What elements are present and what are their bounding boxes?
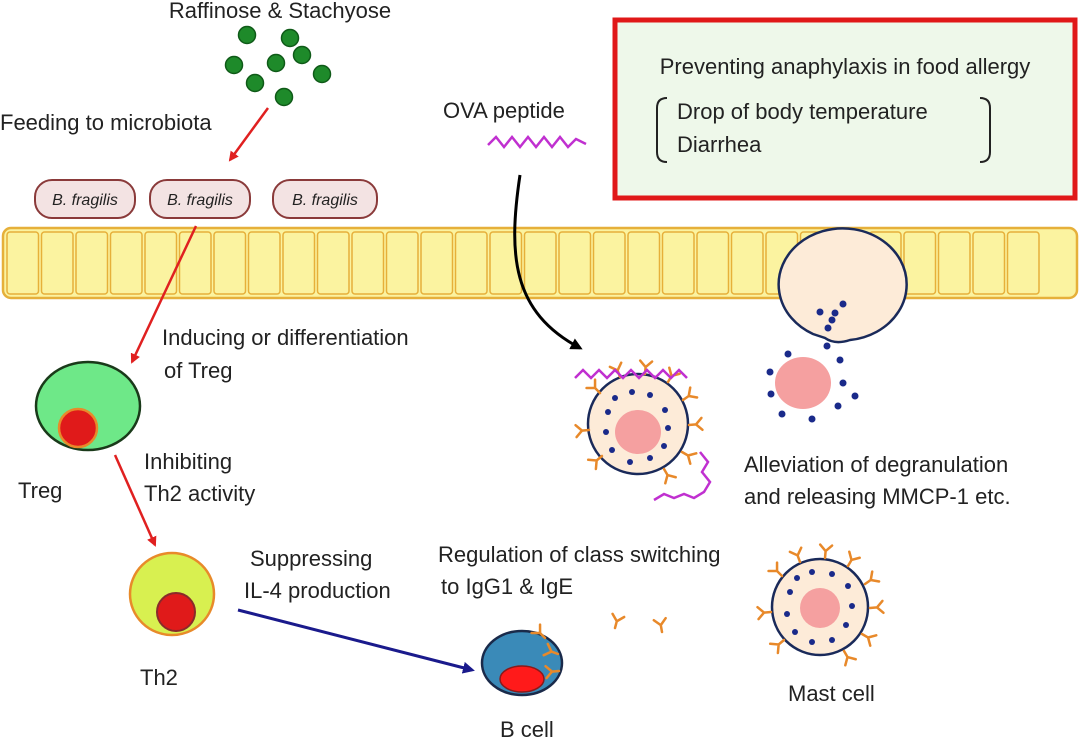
label-regulation-1: Regulation of class switching: [438, 542, 720, 567]
info-item-2: Diarrhea: [677, 132, 762, 157]
arrow-ova-entry: [513, 174, 583, 350]
label-mastcell: Mast cell: [788, 681, 875, 706]
epithelial-cell: [730, 231, 764, 295]
info-item-1: Drop of body temperature: [677, 99, 928, 124]
label-alleviation-1: Alleviation of degranulation: [744, 452, 1008, 477]
epithelial-cell: [144, 231, 178, 295]
label-feeding: Feeding to microbiota: [0, 110, 212, 135]
label-inhibiting-2: Th2 activity: [144, 481, 255, 506]
epithelial-cell: [489, 231, 523, 295]
epithelial-cell: [420, 231, 454, 295]
epithelial-cell: [972, 231, 1006, 295]
bacterium-3: B. fragilis: [272, 179, 378, 219]
label-treg: Treg: [18, 478, 62, 503]
right-bracket: [979, 97, 991, 163]
epithelial-cell: [696, 231, 730, 295]
bacterium-2: B. fragilis: [149, 179, 251, 219]
treg-cell: [34, 360, 142, 452]
label-suppressing-2: IL-4 production: [244, 578, 391, 603]
epithelial-cell: [109, 231, 143, 295]
ova-peptide: [487, 134, 587, 150]
epithelial-cell: [454, 231, 488, 295]
info-box-title: Preventing anaphylaxis in food allergy: [660, 54, 1031, 79]
label-alleviation-2: and releasing MMCP-1 etc.: [744, 484, 1011, 509]
bacterium-1: B. fragilis: [34, 179, 136, 219]
th2-cell: [128, 551, 216, 637]
epithelial-cell: [903, 231, 937, 295]
label-ova: OVA peptide: [443, 98, 565, 123]
epithelial-cell: [6, 231, 40, 295]
arrow-inhibiting: [113, 454, 157, 547]
label-inducing-1: Inducing or differentiation: [162, 325, 409, 350]
sugar-molecules: [224, 25, 332, 107]
mast-cell-with-ova: [574, 359, 712, 502]
intestinal-epithelium: [1, 226, 1079, 300]
bacterium-label-2: B. fragilis: [167, 192, 233, 209]
epithelial-cell: [937, 231, 971, 295]
epithelial-cell: [523, 231, 557, 295]
mast-cell: [756, 543, 885, 667]
epithelial-cell: [316, 231, 350, 295]
label-inducing-2: of Treg: [164, 358, 232, 383]
free-antibodies: [607, 612, 670, 635]
degranulating-mast-cell: [766, 227, 908, 423]
label-th2: Th2: [140, 665, 178, 690]
epithelial-cell: [247, 231, 281, 295]
arrow-feeding: [228, 107, 270, 162]
epithelial-cell: [75, 231, 109, 295]
epithelial-cell: [627, 231, 661, 295]
label-sugars: Raffinose & Stachyose: [169, 0, 391, 23]
info-box: Preventing anaphylaxis in food allergy D…: [612, 17, 1078, 201]
epithelial-cell: [385, 231, 419, 295]
label-regulation-2: to IgG1 & IgE: [441, 574, 573, 599]
label-inhibiting-1: Inhibiting: [144, 449, 232, 474]
left-bracket: [656, 97, 668, 163]
epithelial-cell: [661, 231, 695, 295]
epithelial-cell: [351, 231, 385, 295]
b-cell: [480, 623, 564, 697]
epithelial-cell: [592, 231, 626, 295]
label-suppressing-1: Suppressing: [250, 546, 372, 571]
bacteria-row: B. fragilis B. fragilis B. fragilis: [34, 179, 378, 219]
arrow-suppressing: [237, 608, 475, 674]
epithelial-cell: [213, 231, 247, 295]
epithelial-cell: [558, 231, 592, 295]
bacterium-label-3: B. fragilis: [292, 192, 358, 209]
epithelial-cell: [282, 231, 316, 295]
arrow-inducing: [130, 225, 198, 364]
label-bcell: B cell: [500, 717, 554, 742]
epithelial-cell: [1006, 231, 1040, 295]
bacterium-label-1: B. fragilis: [52, 192, 118, 209]
epithelial-cell: [40, 231, 74, 295]
